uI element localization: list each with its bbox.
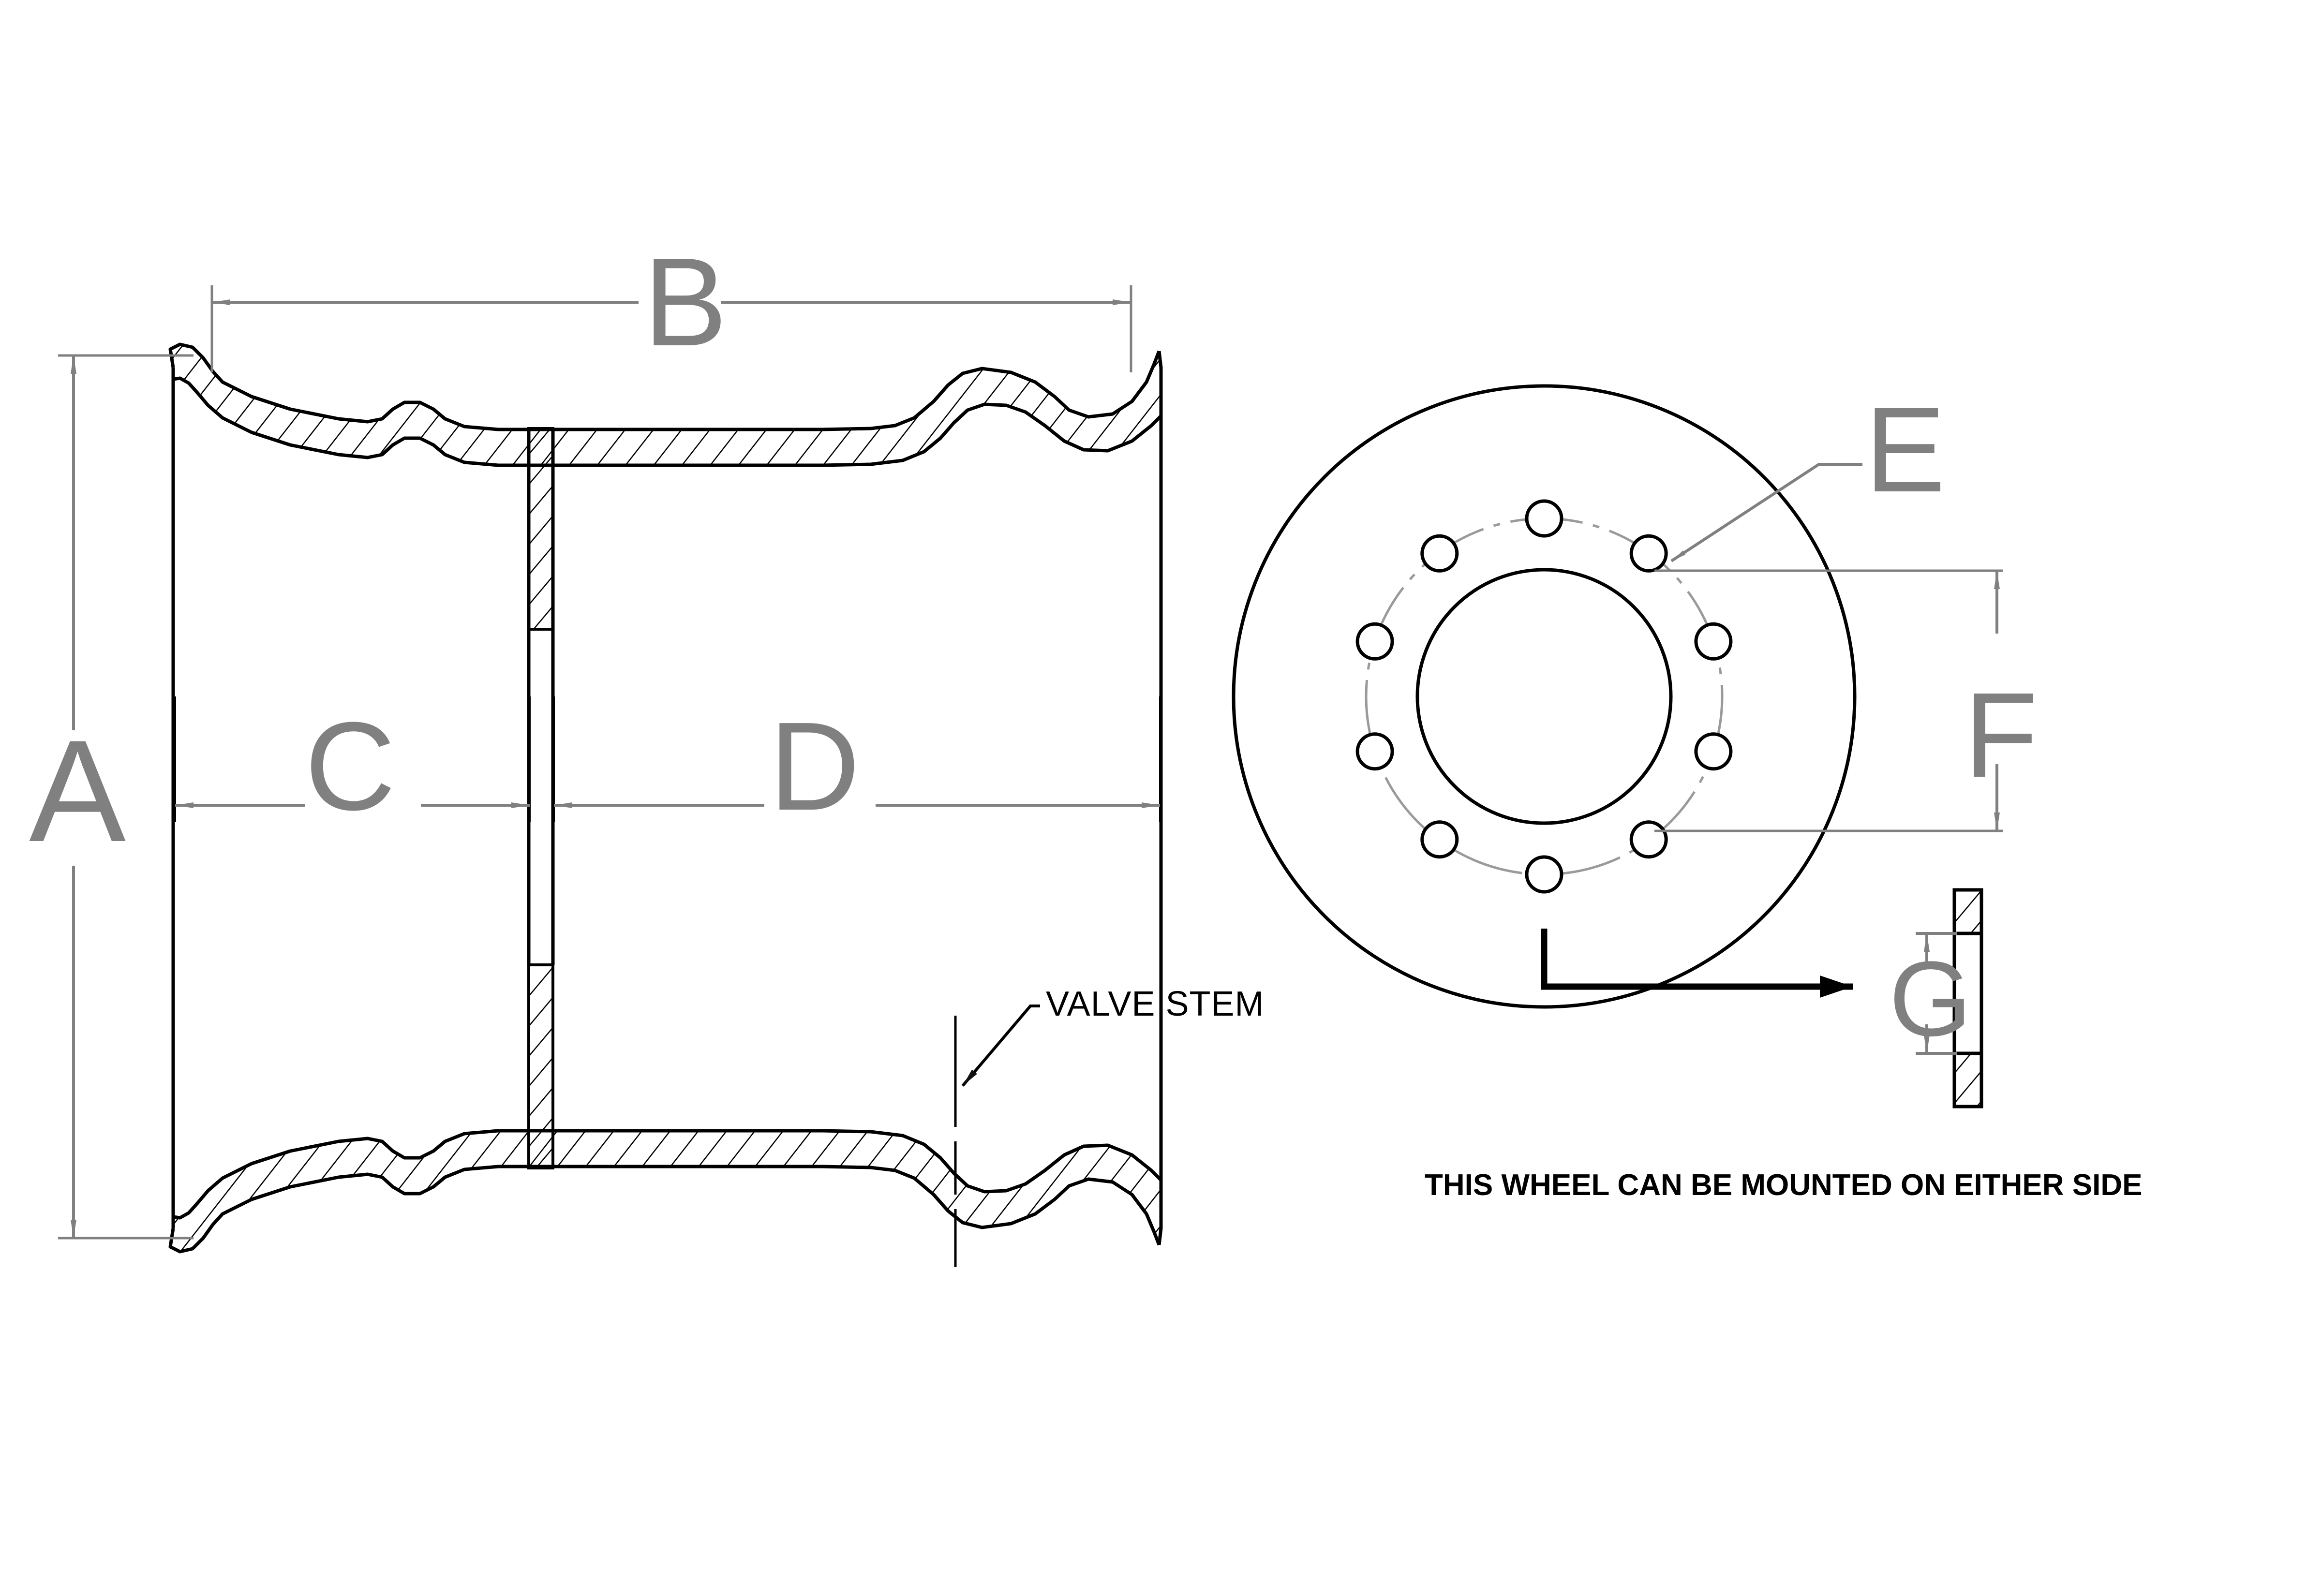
dimension-d <box>553 696 1161 822</box>
valve-stem-label: VALVE STEM <box>1046 985 1265 1023</box>
valve-stem-leader <box>961 1005 1040 1087</box>
dimension-label-e: E <box>1865 382 1946 517</box>
bolt-hole <box>1420 534 1459 573</box>
bolt-hole <box>1694 732 1733 771</box>
bolt-hole <box>1629 534 1668 573</box>
bolt-hole <box>1420 820 1459 859</box>
dimension-f <box>1654 569 2003 832</box>
bolt-hole <box>1629 820 1668 859</box>
wheel-cross-section-view <box>58 285 1163 1267</box>
dimension-label-g: G <box>1889 939 1972 1058</box>
bolt-hole <box>1355 622 1394 661</box>
bolt-hole <box>1355 732 1394 771</box>
dimension-a <box>58 354 194 1240</box>
wheel-face-view <box>1232 384 2003 1009</box>
outer-rim-circle <box>1232 384 1857 1009</box>
dimension-label-c: C <box>305 696 396 837</box>
dimension-e-leader <box>1670 463 1862 562</box>
dimension-label-f: F <box>1964 667 2038 802</box>
bolt-hole <box>1525 499 1563 538</box>
center-disc-web <box>527 427 555 1169</box>
rim-flange-bottom <box>168 1129 1163 1254</box>
dimension-label-d: D <box>769 696 860 837</box>
mounting-note: THIS WHEEL CAN BE MOUNTED ON EITHER SIDE <box>1425 1168 2143 1202</box>
dimension-g <box>1916 932 1957 1055</box>
disc-thickness-detail-view <box>1916 888 1983 1108</box>
mounting-side-arrow <box>1541 929 1853 998</box>
bolt-holes <box>1355 499 1733 894</box>
bolt-hole <box>1694 622 1733 661</box>
dimension-label-a: A <box>29 709 126 872</box>
dimension-label-b: B <box>643 232 728 372</box>
center-bore-circle <box>1415 568 1673 825</box>
dimension-c <box>174 696 531 822</box>
dimension-b <box>210 285 1132 372</box>
bolt-hole <box>1525 855 1563 894</box>
